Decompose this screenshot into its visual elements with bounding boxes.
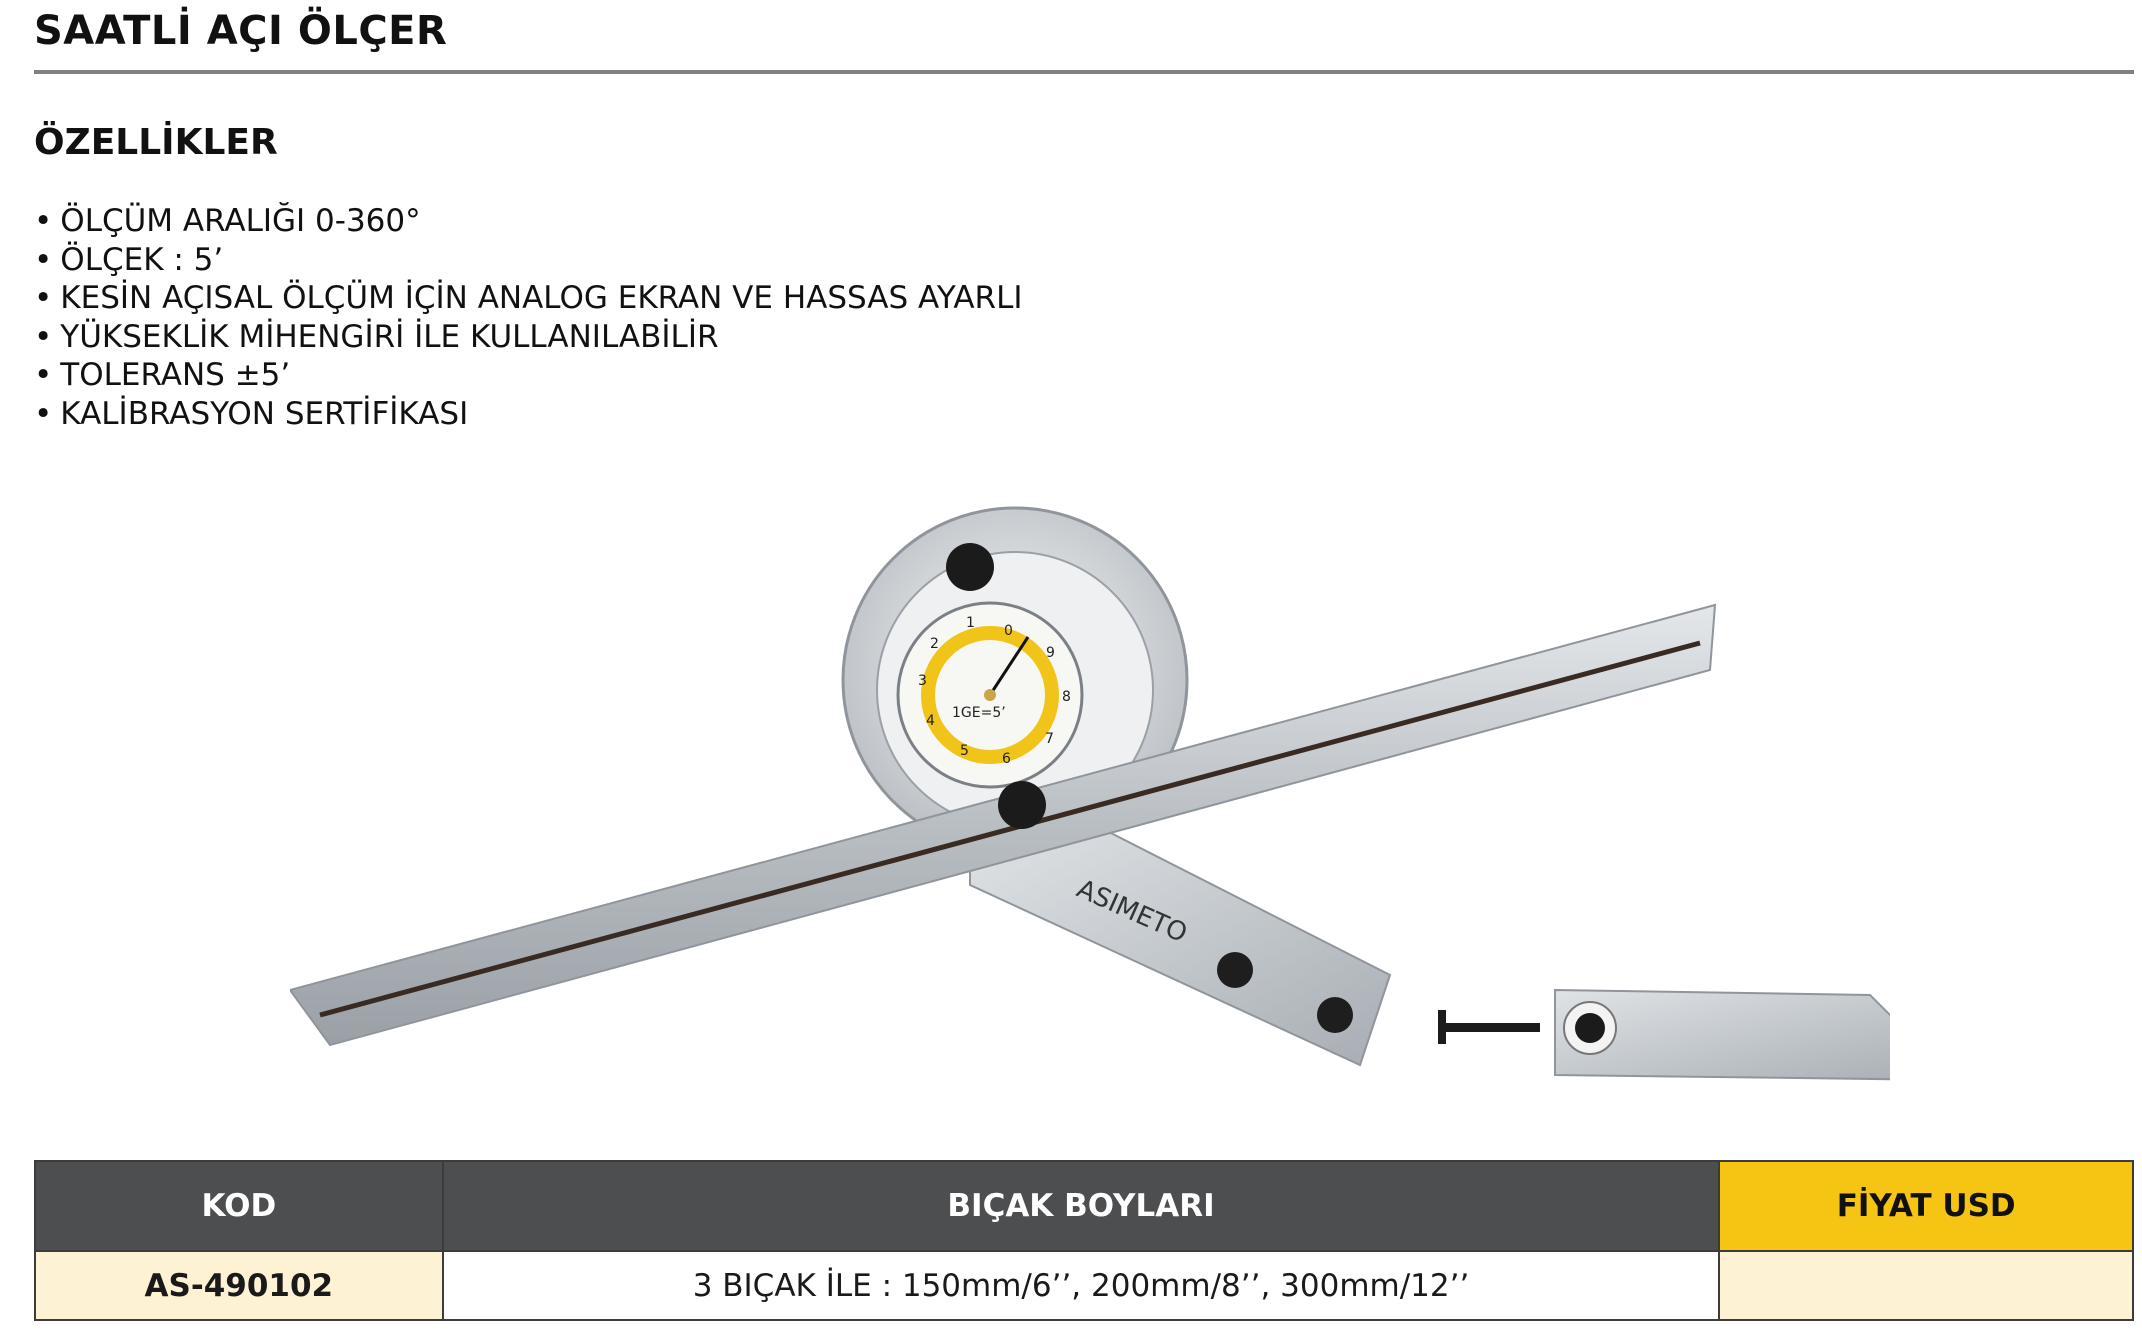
dial-number: 3 — [918, 673, 927, 689]
header-blades: BIÇAK BOYLARI — [441, 1160, 1721, 1252]
attachment-rod — [1440, 1023, 1540, 1032]
attachment-rod-end — [1438, 1010, 1446, 1044]
dial-scale-label: 1GE=5’ — [952, 705, 1006, 721]
features-heading: ÖZELLİKLER — [34, 122, 278, 163]
cell-price — [1718, 1250, 2134, 1321]
long-blade — [290, 603, 1717, 1047]
locking-knob — [998, 781, 1046, 829]
features-list: ÖLÇÜM ARALIĞI 0-360° ÖLÇEK : 5’ KESİN AÇ… — [34, 202, 1023, 434]
dial-number: 4 — [926, 713, 935, 729]
dial-number: 7 — [1045, 731, 1054, 747]
table-row: AS-490102 3 BIÇAK İLE : 150mm/6’’, 200mm… — [34, 1250, 2134, 1321]
dial-number: 8 — [1062, 689, 1071, 705]
attachment-blade — [1554, 988, 1890, 1081]
dial-number: 1 — [966, 615, 975, 631]
arm-screw — [1217, 952, 1253, 988]
dial-number: 0 — [1004, 623, 1013, 639]
locking-knob — [946, 543, 994, 591]
page-title: SAATLİ AÇI ÖLÇER — [34, 8, 448, 54]
blade-groove — [319, 640, 1701, 1018]
table-header-row: KOD BIÇAK BOYLARI FİYAT USD — [34, 1160, 2134, 1252]
dial-hub — [984, 689, 996, 701]
dial-number: 9 — [1046, 645, 1055, 661]
dial-number: 5 — [960, 743, 969, 759]
dial-number: 6 — [1002, 751, 1011, 767]
header-price: FİYAT USD — [1718, 1160, 2134, 1252]
cell-blades: 3 BIÇAK İLE : 150mm/6’’, 200mm/8’’, 300m… — [441, 1250, 1721, 1321]
spec-table: KOD BIÇAK BOYLARI FİYAT USD AS-490102 3 … — [34, 1160, 2134, 1321]
cell-code: AS-490102 — [34, 1250, 444, 1321]
feature-item: ÖLÇÜM ARALIĞI 0-360° — [34, 202, 1023, 241]
protractor-image: ASIMETO 0 9 8 7 6 5 4 3 2 1 1GE=5’ — [290, 506, 1890, 1081]
feature-item: YÜKSEKLİK MİHENGİRİ İLE KULLANILABİLİR — [34, 318, 1023, 357]
feature-item: TOLERANS ±5’ — [34, 356, 1023, 395]
attachment-screw — [1575, 1013, 1605, 1043]
dial-number: 2 — [930, 636, 939, 652]
arm-screw — [1317, 997, 1353, 1033]
header-code: KOD — [34, 1160, 444, 1252]
feature-item: ÖLÇEK : 5’ — [34, 241, 1023, 280]
dial-needle — [988, 636, 1030, 696]
feature-item: KALİBRASYON SERTİFİKASI — [34, 395, 1023, 434]
dial-ring — [921, 626, 1059, 764]
title-divider — [34, 70, 2134, 74]
feature-item: KESİN AÇISAL ÖLÇÜM İÇİN ANALOG EKRAN VE … — [34, 279, 1022, 318]
